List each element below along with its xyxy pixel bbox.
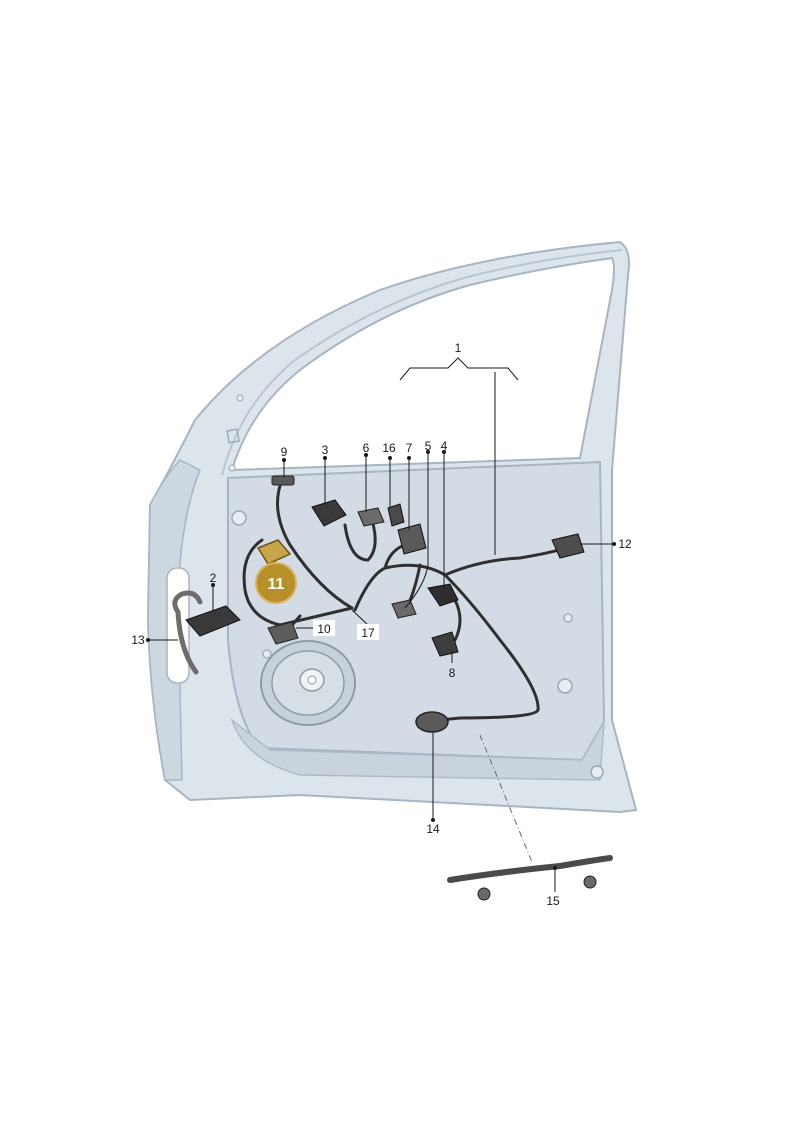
component-7 <box>397 523 427 555</box>
panel-hole <box>262 649 272 659</box>
panel-hole <box>228 464 236 472</box>
leader-17 <box>351 609 369 626</box>
component-5 <box>391 599 417 619</box>
part-labels: 1 2 3 4 5 6 7 8 9 10 12 13 14 15 16 17 <box>131 341 632 908</box>
label-14: 14 <box>426 822 440 836</box>
component-13 <box>172 590 203 675</box>
panel-hole <box>236 394 244 402</box>
component-15 <box>447 855 613 901</box>
callout-11: 11 <box>255 562 297 604</box>
harness-to-grommet <box>438 573 540 722</box>
label-2: 2 <box>210 571 217 585</box>
part-15-reference-line <box>479 734 533 863</box>
callout-11-text: 11 <box>268 576 285 593</box>
window-opening <box>230 256 615 472</box>
component-4 <box>427 583 459 607</box>
label-6: 6 <box>363 441 370 455</box>
harness-branch-8 <box>453 598 462 642</box>
label-16: 16 <box>382 441 396 455</box>
panel-slot <box>226 428 240 444</box>
panel-hole <box>563 613 573 623</box>
harness-branch-9 <box>276 478 354 610</box>
component-12 <box>551 533 585 559</box>
label-1: 1 <box>455 341 462 355</box>
panel-hole <box>557 678 573 694</box>
panel-hole <box>231 510 247 526</box>
harness-left-loop <box>242 538 354 627</box>
component-9 <box>271 475 295 486</box>
label-15: 15 <box>546 894 560 908</box>
component-3 <box>311 499 347 527</box>
component-16 <box>387 503 405 527</box>
component-11 <box>256 539 292 565</box>
label-17: 17 <box>361 626 375 640</box>
components <box>172 475 613 901</box>
leader-lines <box>148 357 614 892</box>
component-6 <box>357 507 385 527</box>
component-14 <box>415 711 449 733</box>
label-10: 10 <box>317 622 331 636</box>
window-frame-inner <box>221 249 623 476</box>
leader-dots <box>146 450 616 870</box>
label-4: 4 <box>441 439 448 453</box>
label-8: 8 <box>449 666 456 680</box>
panel-hole <box>590 765 604 779</box>
label-5: 5 <box>425 439 432 453</box>
harness-branch-3-6 <box>343 518 377 562</box>
label-bg-10 <box>313 620 335 636</box>
lower-panel-recess <box>230 717 605 781</box>
label-bg-17 <box>357 624 379 640</box>
label-13: 13 <box>131 633 145 647</box>
label-12: 12 <box>618 537 632 551</box>
door-body <box>146 240 638 814</box>
label-9: 9 <box>281 445 288 459</box>
component-10 <box>267 621 299 645</box>
speaker <box>260 640 356 726</box>
leader-5 <box>404 452 429 609</box>
label-7: 7 <box>406 441 413 455</box>
label-3: 3 <box>322 443 329 457</box>
leader-1-bracket <box>399 357 519 381</box>
